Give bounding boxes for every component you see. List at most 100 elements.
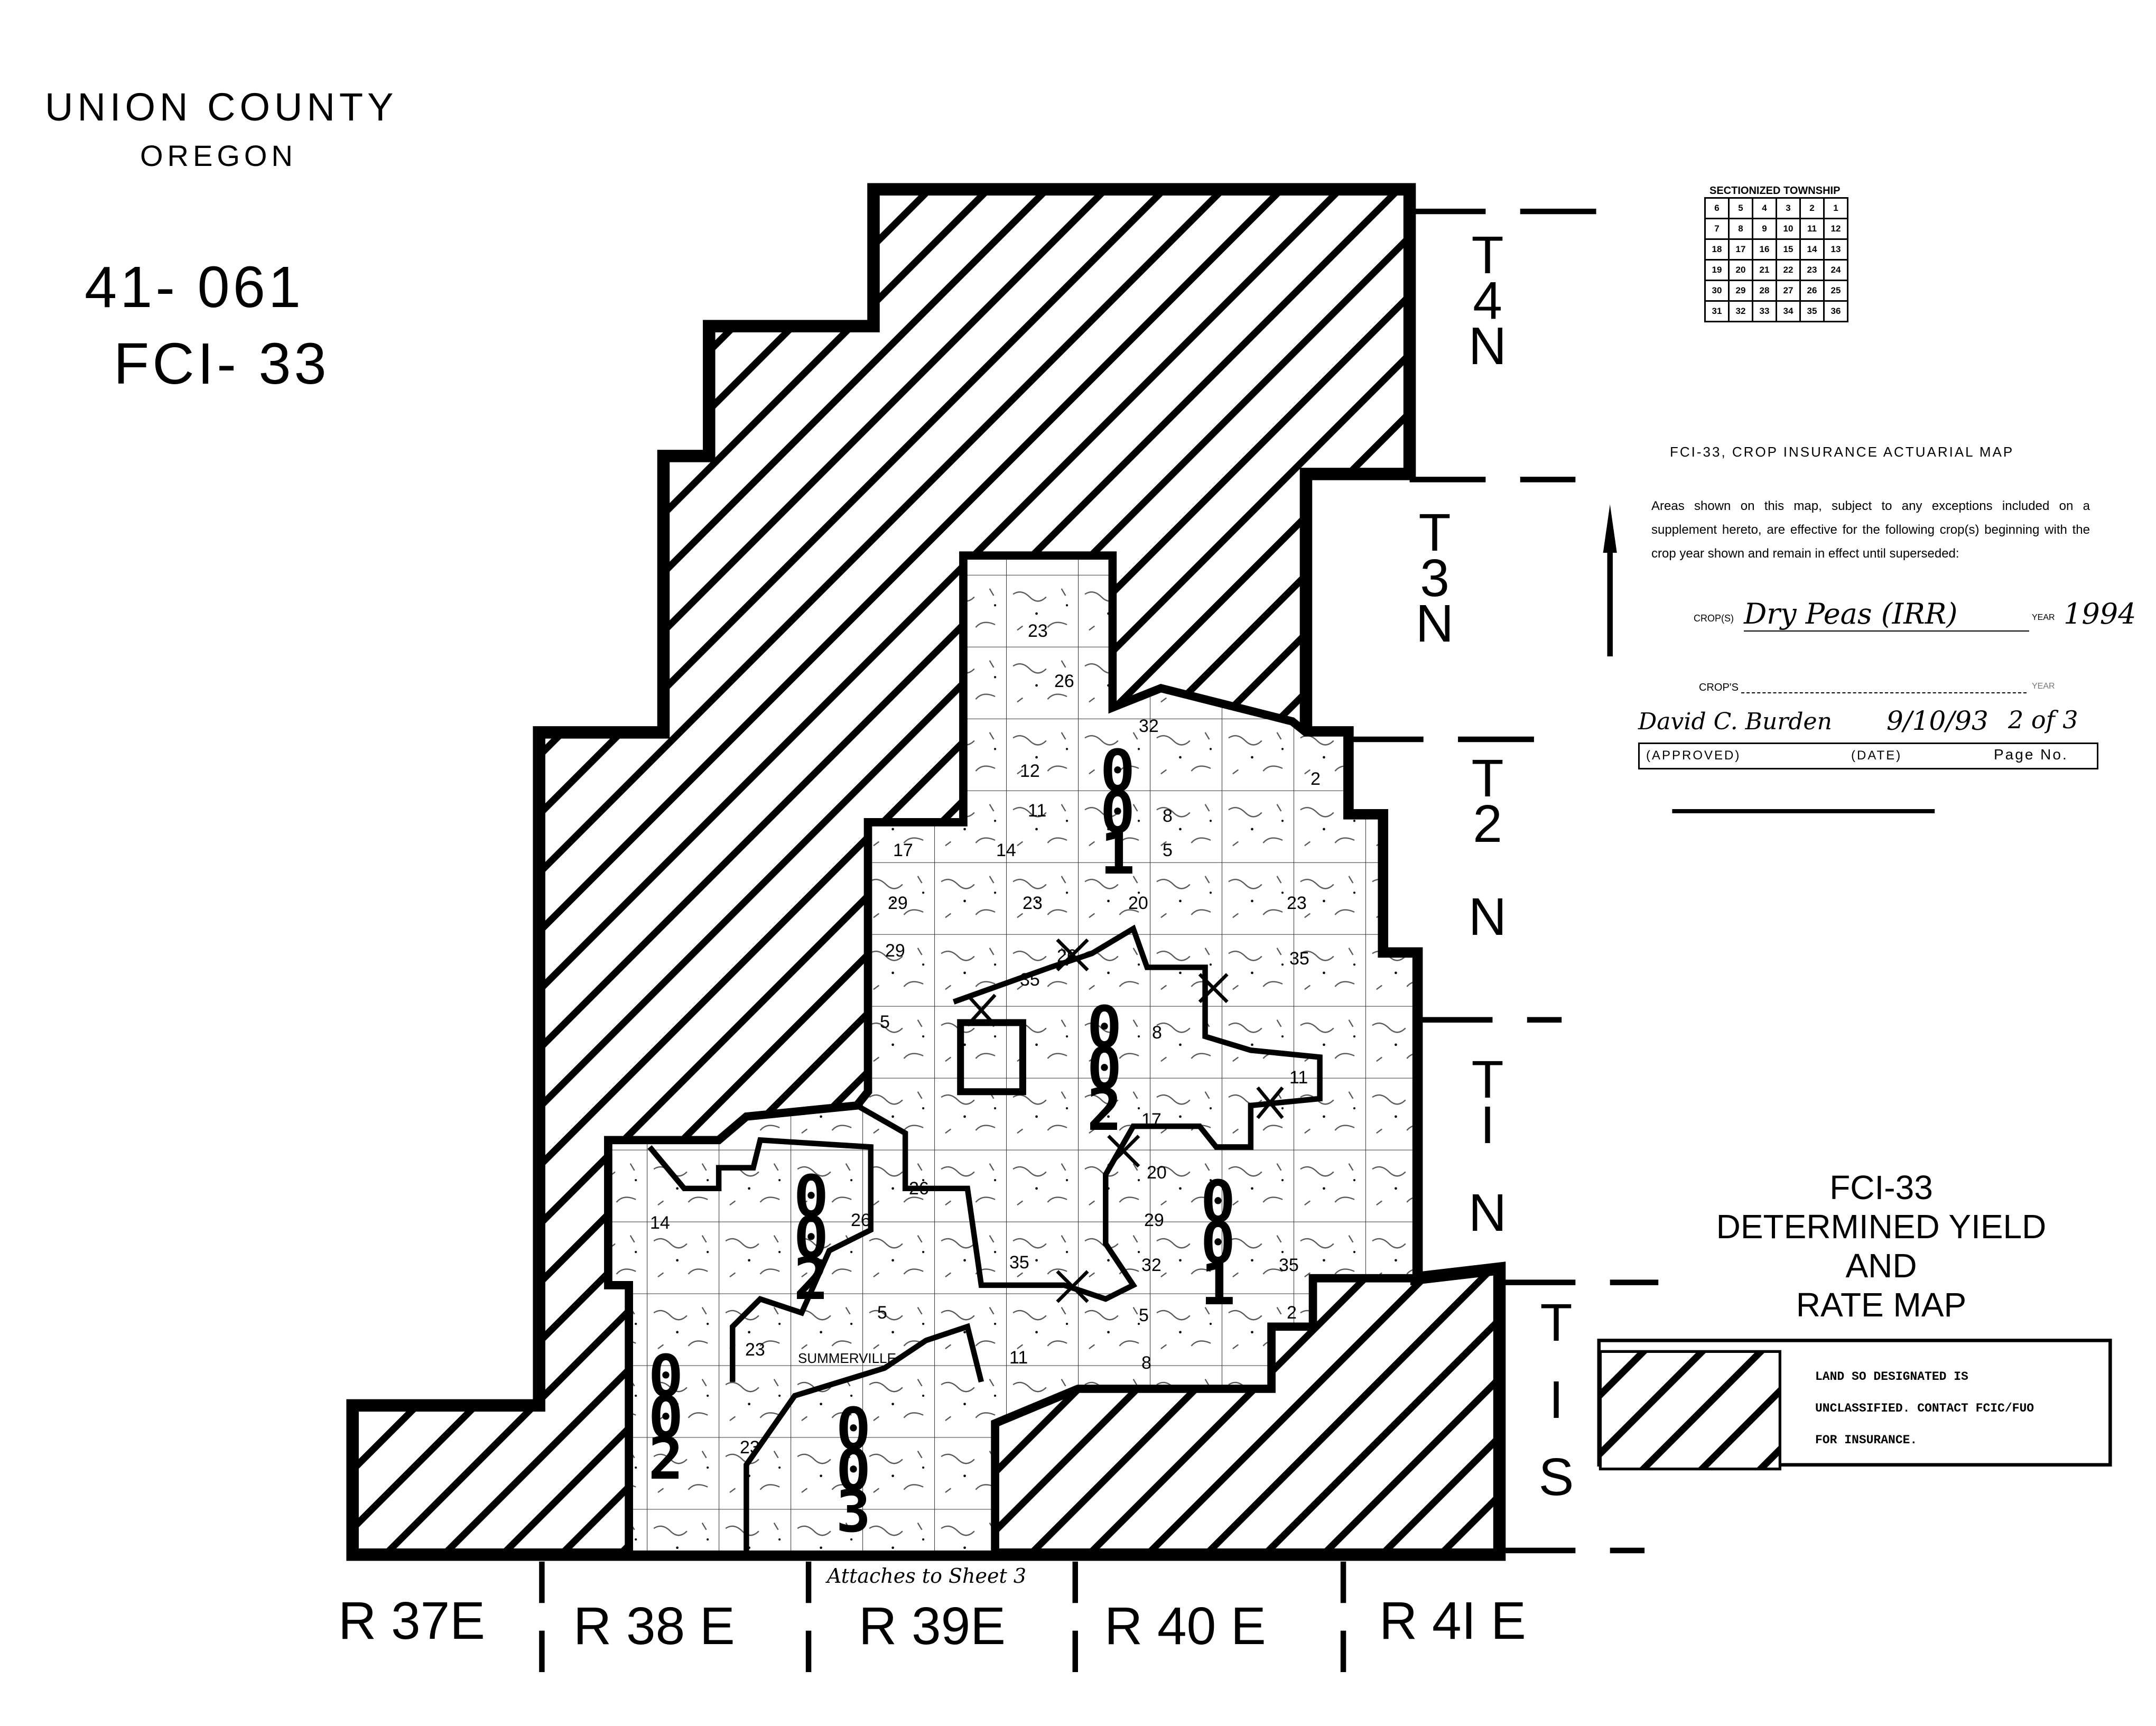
zone-002-boundary [856, 924, 1323, 1302]
state-name: OREGON [140, 139, 297, 172]
county-code: 41- 061 [85, 255, 304, 320]
section-number: 17 [1141, 1110, 1161, 1130]
section-number: 8 [1152, 1023, 1162, 1043]
zone-002-west-boundary [647, 1137, 873, 1382]
section-number: 29 [885, 941, 905, 961]
approval-box: (APPROVED) (DATE) Page No. [1638, 743, 2098, 769]
section-cell: 35 [1799, 300, 1825, 322]
section-cell: 7 [1704, 218, 1730, 240]
section-cell: 15 [1776, 238, 1801, 261]
crops-value: Dry Peas (IRR) [1744, 597, 2029, 632]
section-cell: 5 [1728, 197, 1753, 219]
range-label-r37e: R 37E [338, 1591, 485, 1650]
section-number: 29 [1144, 1210, 1164, 1230]
county-name: UNION COUNTY [45, 85, 398, 129]
crops-label: CROP(S) [1694, 613, 1734, 624]
section-number: 20 [1128, 893, 1148, 913]
section-number: 2 [1311, 769, 1321, 789]
year-label: YEAR [2032, 613, 2055, 622]
section-cell: 10 [1776, 218, 1801, 240]
actuarial-heading: FCI-33, CROP INSURANCE ACTUARIAL MAP [1670, 444, 2014, 460]
date-label: (DATE) [1851, 748, 1902, 763]
section-cell: 1 [1823, 197, 1848, 219]
section-number: 20 [1147, 1163, 1167, 1183]
section-number: 35 [1289, 949, 1309, 969]
section-number: 5 [1139, 1305, 1149, 1325]
section-number: 14 [650, 1213, 670, 1233]
section-cell: 6 [1704, 197, 1730, 219]
section-cell: 4 [1752, 197, 1777, 219]
map-id: FCI- 33 [114, 331, 330, 396]
section-number: 8 [1163, 806, 1173, 826]
section-cell: 20 [1728, 259, 1753, 281]
section-cell: 23 [1799, 259, 1825, 281]
section-cell: 30 [1704, 280, 1730, 302]
section-number: 23 [745, 1340, 765, 1360]
section-number: 11 [1028, 801, 1047, 821]
section-number: 26 [851, 1210, 871, 1230]
section-number: 14 [996, 840, 1016, 860]
section-cell: 34 [1776, 300, 1801, 322]
section-number: 5 [880, 1012, 890, 1032]
section-number: 5 [1163, 840, 1173, 860]
approved-label: (APPROVED) [1646, 748, 1741, 763]
section-number: 26 [1054, 671, 1074, 691]
boundary-x-marks [966, 938, 1284, 1303]
section-number: 23 [740, 1437, 760, 1458]
crops2-label: CROP'S [1699, 682, 1739, 693]
section-cell: 28 [1752, 280, 1777, 302]
page-value: 2 of 3 [2008, 706, 2078, 734]
section-cell: 17 [1728, 238, 1753, 261]
zone-003-boundary [744, 1323, 984, 1555]
section-number: 8 [1141, 1353, 1151, 1373]
year2-label: YEAR [2032, 682, 2055, 691]
section-cell: 2 [1799, 197, 1825, 219]
range-lines [539, 1561, 1346, 1686]
section-cell: 3 [1776, 197, 1801, 219]
range-label-r41e: R 4I E [1379, 1591, 1526, 1650]
section-cell: 29 [1728, 280, 1753, 302]
section-number: 5 [877, 1303, 887, 1323]
section-number: 23 [1287, 893, 1307, 913]
section-cell: 36 [1823, 300, 1848, 322]
signature: David C. Burden [1638, 708, 1832, 735]
section-number: 12 [1020, 761, 1040, 781]
section-cell: 32 [1728, 300, 1753, 322]
range-label-r40e: R 40 E [1104, 1597, 1266, 1656]
section-cell: 24 [1823, 259, 1848, 281]
section-cell: 21 [1752, 259, 1777, 281]
section-cell: 26 [1799, 280, 1825, 302]
section-number: 32 [1141, 1255, 1161, 1275]
actuarial-statement: Areas shown on this map, subject to any … [1651, 499, 2090, 561]
section-number: 35 [1009, 1252, 1029, 1273]
section-cell: 27 [1776, 280, 1801, 302]
range-label-r38e: R 38 E [573, 1597, 735, 1656]
sectionized-township-title: SECTIONIZED TOWNSHIP [1709, 185, 1841, 197]
section-cell: 18 [1704, 238, 1730, 261]
classified-area [604, 551, 1421, 1559]
section-number: 11 [1009, 1348, 1028, 1368]
crops2-line [1741, 692, 2027, 693]
section-cell: 13 [1823, 238, 1848, 261]
page-label: Page No. [1994, 746, 2068, 763]
section-cell: 12 [1823, 218, 1848, 240]
section-cell: 9 [1752, 218, 1777, 240]
section-cell: 8 [1728, 218, 1753, 240]
section-number: 26 [1057, 946, 1077, 966]
section-number: 2 [1287, 1303, 1297, 1323]
section-number: 35 [1279, 1255, 1299, 1275]
section-cell: 33 [1752, 300, 1777, 322]
section-cell: 25 [1823, 280, 1848, 302]
